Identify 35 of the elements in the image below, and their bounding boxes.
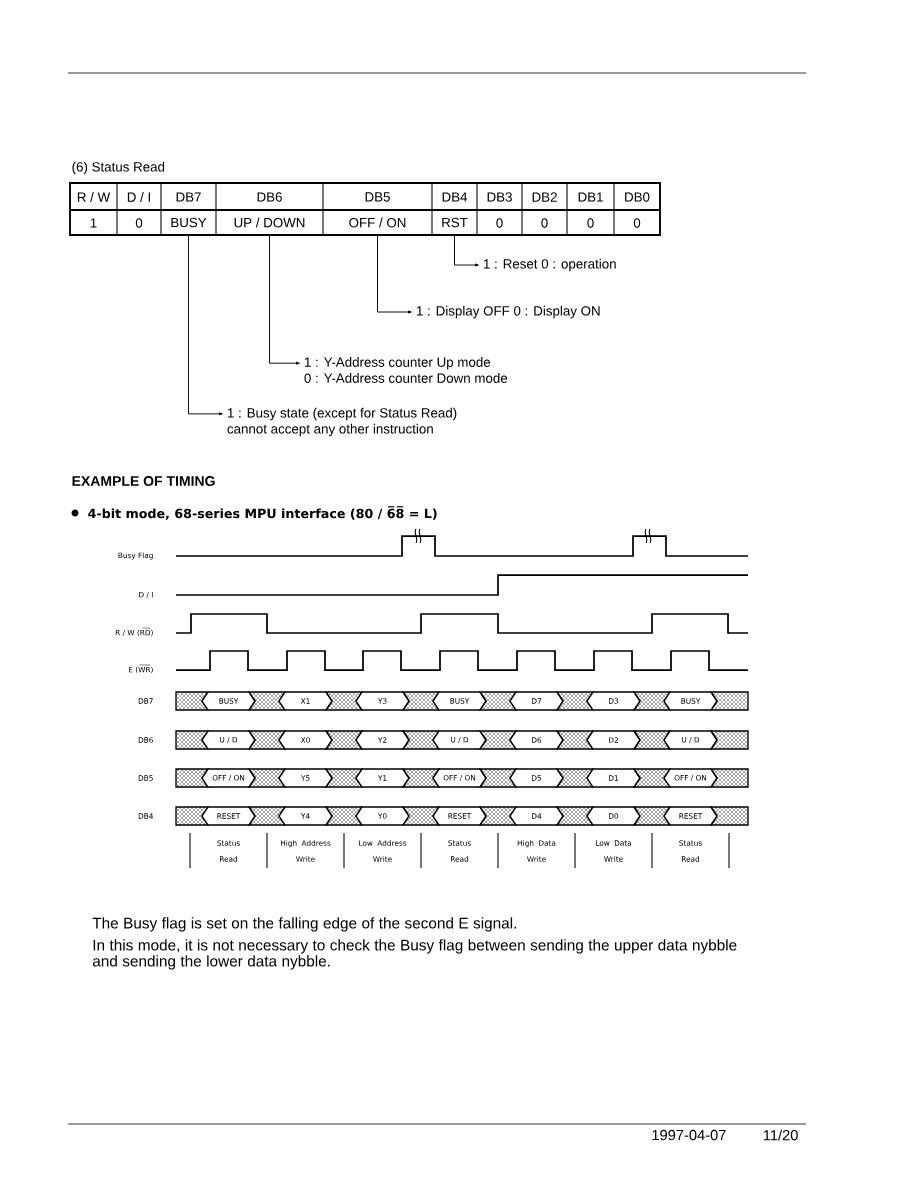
table-cell: R / W [77, 192, 111, 202]
leader-line [377, 234, 412, 314]
table-cell: 1 [90, 218, 97, 228]
table-cell: RST [442, 217, 468, 228]
table-cell: DB2 [532, 192, 557, 202]
table-cell: DB1 [578, 192, 603, 202]
table-cell: DB5 [365, 192, 390, 202]
section-heading: EXAMPLE OF TIMING [72, 476, 215, 486]
table-cell: DB7 [176, 192, 201, 202]
table-cell: 0 [135, 218, 143, 228]
table-cell: 0 [633, 218, 641, 228]
leader-line [269, 234, 300, 365]
description-text: 1 : Display OFF 0 : Display ON [416, 305, 600, 319]
table-cell: DB4 [442, 192, 468, 202]
table-cell: BUSY [171, 217, 207, 228]
leader-line [454, 234, 479, 267]
description-text: 1 : Reset 0 : operation [483, 258, 616, 272]
date-text: 1997-04-07 [652, 1129, 726, 1141]
table-cell: 0 [496, 218, 503, 228]
note-text: The Busy flag is set on the falling edge of the second E signal. [92, 917, 516, 932]
table-cell: 0 [541, 218, 548, 228]
table-cell: 0 [587, 218, 594, 228]
table-cell: DB6 [257, 192, 282, 202]
note-text: In this mode, it is not necessary to check the Busy flag between sending the upper data nybble and sending the lower data nybble. [92, 939, 737, 970]
leader-line [188, 234, 223, 416]
bullet-text: 4-bit mode, 68-series MPU interface (80 / 6̅8̅ = L) [88, 506, 437, 520]
table-cell: DB0 [625, 192, 650, 202]
description-text: 1 : Busy state (except for Status Read) cannot accept any other instruction [227, 407, 457, 437]
description-text: 1 : Y-Address counter Up mode 0 : Y-Address counter Down mode [304, 357, 508, 383]
table-cell: OFF / ON [349, 217, 406, 228]
page-number: 11/20 [763, 1129, 798, 1141]
table-cell: DB3 [487, 192, 512, 202]
table-cell: D / I [127, 192, 150, 202]
section-heading: (6) Status Read [72, 161, 165, 175]
table-cell: UP / DOWN [234, 217, 305, 228]
